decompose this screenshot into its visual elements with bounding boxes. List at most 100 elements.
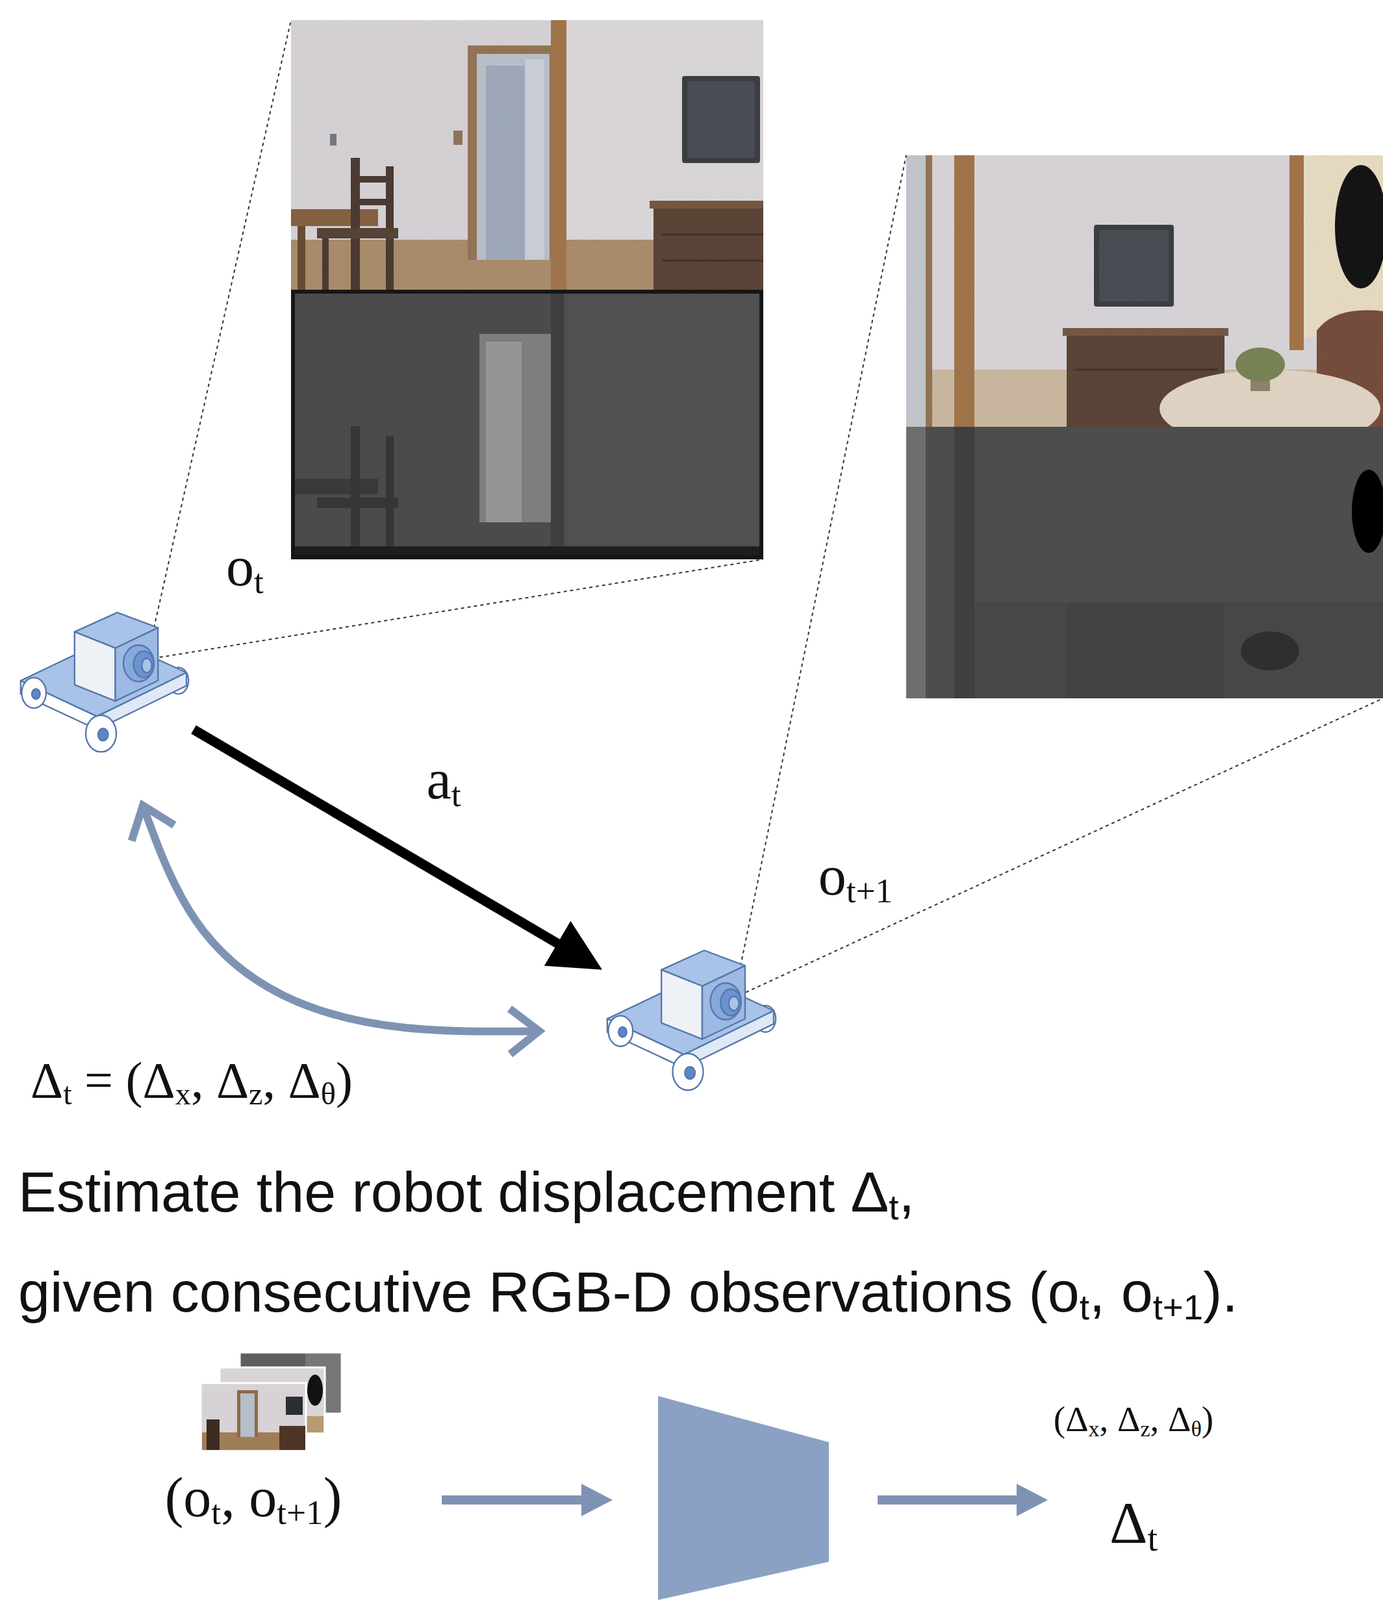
depth-image	[906, 426, 926, 699]
depth-image	[479, 333, 551, 523]
text-run: , Δ	[1099, 1399, 1141, 1439]
robot-node: ot	[15, 607, 194, 761]
text-run: )	[323, 1466, 343, 1529]
connector-layer	[142, 729, 569, 1032]
input-frames-icon	[200, 1383, 306, 1452]
text-run: , Δ	[263, 1051, 321, 1109]
text-run: )	[335, 1051, 353, 1109]
text-run: , Δ	[1150, 1399, 1192, 1439]
text-run: (Δ	[1053, 1399, 1089, 1439]
depth-image	[294, 293, 760, 556]
depth-image	[291, 289, 764, 560]
flow-arrow	[581, 1483, 613, 1517]
depth-image	[550, 293, 564, 556]
text-run: ,	[898, 1159, 914, 1224]
subscript: θ	[320, 1076, 336, 1111]
subscript: x	[1088, 1416, 1100, 1441]
text-run: ).	[1203, 1259, 1239, 1324]
output-label: Δt	[1006, 1487, 1261, 1574]
subscript: θ	[1190, 1416, 1202, 1441]
depth-image	[974, 602, 1383, 699]
view-ray	[734, 698, 1383, 998]
view-ray	[734, 155, 907, 998]
action-arrow	[193, 729, 569, 950]
subscript: t	[888, 1187, 899, 1228]
text-run: o	[226, 535, 254, 598]
depth-image	[1240, 631, 1300, 671]
observation-label: ot+1	[790, 843, 921, 924]
depth-image	[317, 497, 399, 508]
text-run: Estimate the robot displacement Δ	[18, 1159, 889, 1224]
depth-image	[294, 546, 760, 556]
caption-text: Estimate the robot displacement Δt, give…	[18, 1149, 1376, 1350]
depth-image	[350, 426, 360, 556]
input-frames-icon	[206, 1419, 220, 1450]
subscript: t	[63, 1076, 72, 1111]
subscript: t+1	[276, 1492, 324, 1532]
subscript: t	[451, 774, 462, 814]
subscript: t+1	[1153, 1287, 1204, 1328]
depth-image	[906, 426, 1383, 699]
text-run: Δ	[1109, 1490, 1148, 1556]
action-label: at	[389, 747, 498, 827]
subscript: t	[1079, 1287, 1090, 1328]
input-label: (ot, ot+1)	[116, 1464, 390, 1545]
subscript: t	[253, 561, 264, 601]
text-run: , o	[220, 1466, 277, 1529]
depth-image	[566, 293, 760, 556]
depth-image	[954, 426, 975, 699]
network-trapezoid	[658, 1395, 829, 1600]
robot-figure	[20, 612, 189, 753]
text-run: = (Δ	[72, 1051, 176, 1109]
rgb-image	[906, 155, 1383, 427]
rgb-image	[906, 155, 1383, 427]
input-frames-icon	[307, 1374, 323, 1406]
input-frames-icon	[240, 1393, 255, 1437]
depth-image	[906, 426, 1383, 699]
text-run: (o	[164, 1466, 212, 1529]
depth-image	[291, 289, 764, 560]
input-frames-icon	[200, 1352, 342, 1452]
flow-arrow	[877, 1495, 1024, 1505]
depth-image	[1351, 469, 1383, 553]
depth-image	[385, 435, 394, 556]
text-run: )	[1201, 1399, 1214, 1439]
view-ray	[146, 20, 292, 660]
text-run: , Δ	[190, 1051, 249, 1109]
depth-image	[485, 341, 522, 523]
text-run: , o	[1089, 1259, 1154, 1324]
displacement-label: Δt = (Δx, Δz, Δθ)	[30, 1049, 353, 1125]
output-node: (Δx, Δz, Δθ)Δt	[1006, 1396, 1261, 1574]
subscript: t	[1147, 1518, 1158, 1559]
text-run: Δ	[30, 1051, 64, 1109]
input-frames-icon	[237, 1390, 258, 1437]
robot-node: ot+1	[602, 945, 781, 1099]
robot-figure	[607, 950, 776, 1091]
rgb-image	[291, 20, 764, 290]
input-frames-icon	[285, 1396, 303, 1415]
output-components: (Δx, Δz, Δθ)	[1006, 1396, 1261, 1452]
displacement-arrow	[142, 805, 540, 1032]
rgb-image	[291, 20, 764, 290]
subscript: x	[175, 1076, 191, 1111]
depth-image	[1066, 603, 1225, 699]
input-frames-icon	[279, 1425, 306, 1450]
flow-arrow	[877, 1483, 1048, 1517]
input-node: (ot, ot+1)	[116, 1464, 390, 1545]
subscript: t+1	[846, 871, 894, 911]
subscript: z	[248, 1076, 263, 1111]
flow-arrow	[441, 1483, 613, 1517]
rgb-image	[906, 155, 1383, 427]
text-run: o	[818, 844, 847, 907]
subscript: t	[211, 1492, 221, 1532]
depth-image	[294, 478, 379, 495]
observation-label: ot	[205, 533, 284, 614]
text-run: a	[426, 748, 452, 811]
flow-arrow	[441, 1495, 588, 1505]
flow-arrow	[1016, 1483, 1048, 1517]
view-ray	[146, 20, 1383, 998]
subscript: z	[1140, 1416, 1150, 1441]
